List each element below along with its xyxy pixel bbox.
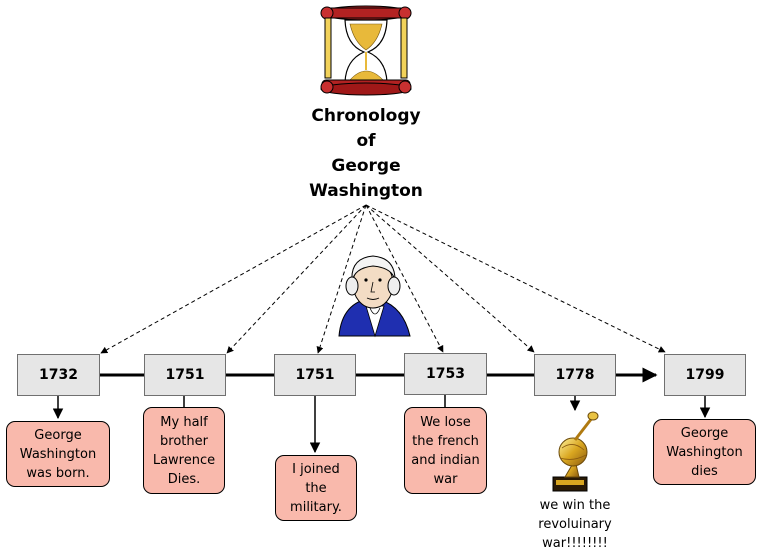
title-line-2: of [356,131,376,151]
title-line-3: George [331,156,401,176]
connector-1732 [100,204,367,354]
event-1751-a: My half brother Lawrence Dies. [143,407,225,494]
dashed-connectors [100,204,666,354]
event-1751-b: I joined the military. [275,455,357,521]
hourglass-icon [320,5,412,96]
george-washington-portrait [338,255,411,338]
golden-trophy-icon [552,411,599,492]
title-line-4: Washington [309,181,423,201]
year-box-1751-a: 1751 [144,354,226,396]
year-box-1778: 1778 [534,354,616,396]
title-line-1: Chronology [311,106,421,126]
diagram-title: Chronology of George Washington [296,104,436,204]
connector-1778 [365,204,535,353]
year-box-1732: 1732 [17,354,100,396]
connector-1751-a [226,204,367,354]
event-1753: We lose the french and indian war [404,407,487,494]
event-1799: George Washington dies [653,419,756,485]
year-box-1751-b: 1751 [274,354,356,396]
event-arrows [52,395,711,454]
year-box-1799: 1799 [664,354,746,396]
connector-1751-b [316,204,367,354]
connector-1799 [365,204,666,353]
event-1732: George Washington was born. [6,421,110,487]
event-1778: we win the revoluinary war!!!!!!!! [538,498,612,551]
year-box-1753: 1753 [404,353,487,395]
